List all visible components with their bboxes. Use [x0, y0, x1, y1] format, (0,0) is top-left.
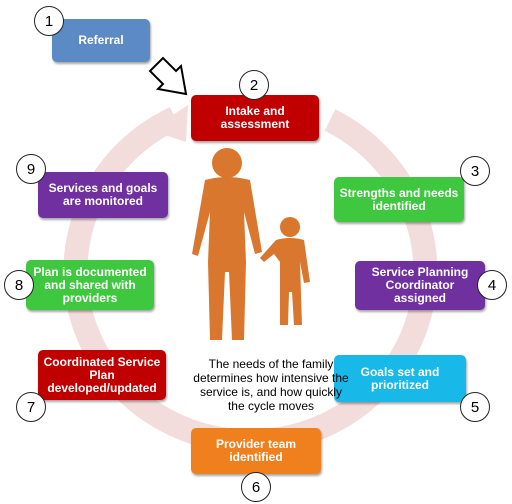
step-number-1: 1	[34, 6, 64, 36]
step-box-referral: Referral	[52, 19, 150, 62]
step-number-3: 3	[460, 156, 490, 186]
step-box-provider-team: Provider team identified	[191, 428, 321, 474]
step-number-5: 5	[460, 392, 490, 422]
step-number-8: 8	[4, 270, 34, 300]
step-box-coordinator: Service Planning Coordinator assigned	[355, 261, 485, 310]
step-box-monitored: Services and goals are monitored	[38, 172, 168, 218]
step-box-plan-documented: Plan is documented and shared with provi…	[26, 260, 154, 310]
step-number-2: 2	[239, 70, 269, 100]
step-box-coordinated-plan: Coordinated Service Plan developed/updat…	[38, 350, 166, 400]
step-box-strengths: Strengths and needs identified	[334, 177, 464, 222]
step-number-7: 7	[16, 392, 46, 422]
step-number-9: 9	[16, 154, 46, 184]
step-box-goals: Goals set and prioritized	[334, 355, 466, 402]
center-caption: The needs of the family determines how i…	[193, 357, 349, 413]
step-box-intake: Intake and assessment	[191, 95, 319, 141]
step-number-4: 4	[477, 270, 507, 300]
step-number-6: 6	[241, 472, 271, 502]
